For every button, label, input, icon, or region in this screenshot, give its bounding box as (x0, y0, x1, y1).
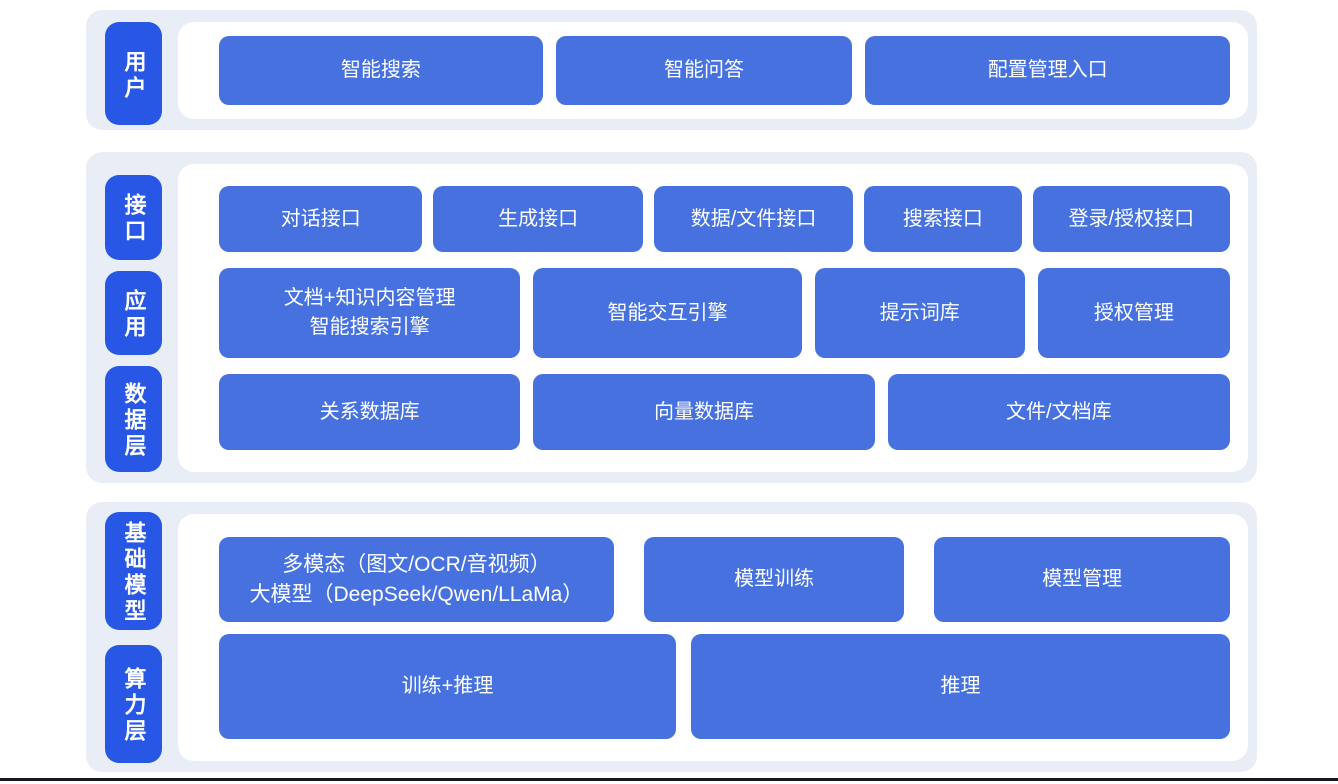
block-label: 训练+推理 (401, 675, 494, 698)
middle-layers-panel: 对话接口 生成接口 数据/文件接口 搜索接口 登录/授权接口 文档+知识内容管理… (178, 164, 1248, 472)
block-label: 模型训练 (734, 568, 815, 591)
block-label: 关系数据库 (319, 400, 420, 423)
block-label: 向量数据库 (653, 400, 754, 423)
badge-data-layer: 数据层 (105, 366, 162, 472)
block-data-file-api: 数据/文件接口 (653, 186, 854, 252)
block-label: 智能问答 (664, 59, 745, 81)
block-vector-db: 向量数据库 (533, 374, 875, 450)
block-label: 模型管理 (1042, 568, 1123, 591)
block-label: 文件/文档库 (1006, 400, 1112, 423)
block-inference: 推理 (691, 634, 1230, 739)
block-model-training: 模型训练 (643, 537, 905, 623)
block-label-line2: 大模型（DeepSeek/Qwen/LLaMa） (249, 582, 584, 606)
block-label: 搜索接口 (902, 207, 983, 230)
block-relational-db: 关系数据库 (219, 374, 521, 450)
block-label-line2: 智能搜索引擎 (309, 316, 430, 338)
block-label: 提示词库 (879, 301, 960, 324)
block-training-inference: 训练+推理 (219, 634, 677, 739)
block-label: 登录/授权接口 (1068, 207, 1195, 230)
badge-interface-layer: 接口 (105, 175, 162, 260)
block-file-doc-store: 文件/文档库 (887, 374, 1230, 450)
block-smart-qa: 智能问答 (555, 36, 853, 105)
block-smart-search: 智能搜索 (219, 36, 543, 105)
block-search-api: 搜索接口 (864, 186, 1022, 252)
block-config-management-entry: 配置管理入口 (865, 36, 1230, 105)
block-interaction-engine: 智能交互引擎 (533, 268, 802, 358)
block-generation-api: 生成接口 (433, 186, 643, 252)
block-doc-knowledge-search-engine: 文档+知识内容管理 智能搜索引擎 (219, 268, 521, 358)
user-layer-section: 用户 智能搜索 智能问答 配置管理入口 (86, 10, 1257, 130)
user-layer-row: 智能搜索 智能问答 配置管理入口 (219, 36, 1230, 105)
badge-user-layer: 用户 (105, 22, 162, 125)
badge-application-layer: 应用 (105, 270, 162, 356)
data-row: 关系数据库 向量数据库 文件/文档库 (219, 374, 1230, 450)
badge-compute-layer: 算力层 (105, 645, 162, 763)
block-label: 数据/文件接口 (690, 207, 817, 230)
block-label: 推理 (940, 675, 981, 698)
user-layer-rail: 用户 (105, 10, 162, 130)
badge-foundation-model-layer: 基础模型 (105, 512, 162, 630)
block-dialog-api: 对话接口 (219, 186, 423, 252)
middle-layers-section: 接口 应用 数据层 对话接口 生成接口 数据/文件接口 搜索接口 登录/授权接口… (86, 152, 1257, 483)
model-row: 多模态（图文/OCR/音视频） 大模型（DeepSeek/Qwen/LLaMa）… (219, 537, 1230, 623)
foundation-layers-section: 基础模型 算力层 多模态（图文/OCR/音视频） 大模型（DeepSeek/Qw… (86, 502, 1257, 772)
block-auth-management: 授权管理 (1037, 268, 1231, 358)
block-label: 对话接口 (280, 207, 361, 230)
block-label-line1: 多模态（图文/OCR/音视频） (282, 553, 551, 577)
user-layer-panel: 智能搜索 智能问答 配置管理入口 (178, 22, 1248, 119)
block-label: 生成接口 (498, 207, 579, 230)
block-prompt-library: 提示词库 (814, 268, 1025, 358)
block-multimodal-llm: 多模态（图文/OCR/音视频） 大模型（DeepSeek/Qwen/LLaMa） (219, 537, 614, 623)
block-label-line1: 文档+知识内容管理 (283, 287, 456, 309)
block-label: 授权管理 (1093, 301, 1174, 324)
middle-layers-rail: 接口 应用 数据层 (105, 152, 162, 483)
foundation-layers-rail: 基础模型 算力层 (105, 502, 162, 772)
bottom-rule (0, 778, 1338, 781)
block-label: 智能搜索 (340, 59, 421, 81)
block-model-management: 模型管理 (934, 537, 1230, 623)
application-row: 文档+知识内容管理 智能搜索引擎 智能交互引擎 提示词库 授权管理 (219, 268, 1231, 358)
block-login-auth-api: 登录/授权接口 (1032, 186, 1230, 252)
foundation-layers-panel: 多模态（图文/OCR/音视频） 大模型（DeepSeek/Qwen/LLaMa）… (178, 514, 1248, 761)
interface-row: 对话接口 生成接口 数据/文件接口 搜索接口 登录/授权接口 (219, 186, 1230, 252)
block-label: 智能交互引擎 (607, 301, 728, 324)
compute-row: 训练+推理 推理 (219, 634, 1230, 739)
block-label: 配置管理入口 (987, 59, 1108, 81)
